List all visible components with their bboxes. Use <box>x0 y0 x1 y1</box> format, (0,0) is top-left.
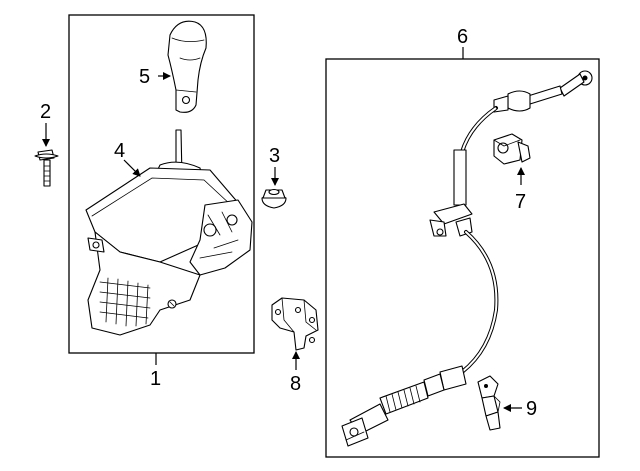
shift-cable <box>341 70 593 447</box>
bolt <box>34 149 59 187</box>
callout-8: 8 <box>290 373 301 395</box>
callout-4: 4 <box>114 140 125 162</box>
cable-clip <box>493 133 531 165</box>
callout-4-leader <box>123 159 141 177</box>
callout-9: 9 <box>526 398 537 420</box>
callout-5: 5 <box>139 66 150 88</box>
bracket <box>271 297 319 351</box>
shifter-base <box>85 129 253 336</box>
callout-6: 6 <box>457 26 468 48</box>
callout-2: 2 <box>40 101 51 123</box>
callout-7: 7 <box>515 191 526 213</box>
shift-knob <box>167 20 207 113</box>
retaining-clip <box>477 375 501 431</box>
callout-1: 1 <box>150 368 161 390</box>
nut <box>261 188 287 209</box>
shift-cable-frame <box>325 58 600 458</box>
callout-3: 3 <box>269 145 280 167</box>
shifter-assembly-frame <box>68 14 255 354</box>
